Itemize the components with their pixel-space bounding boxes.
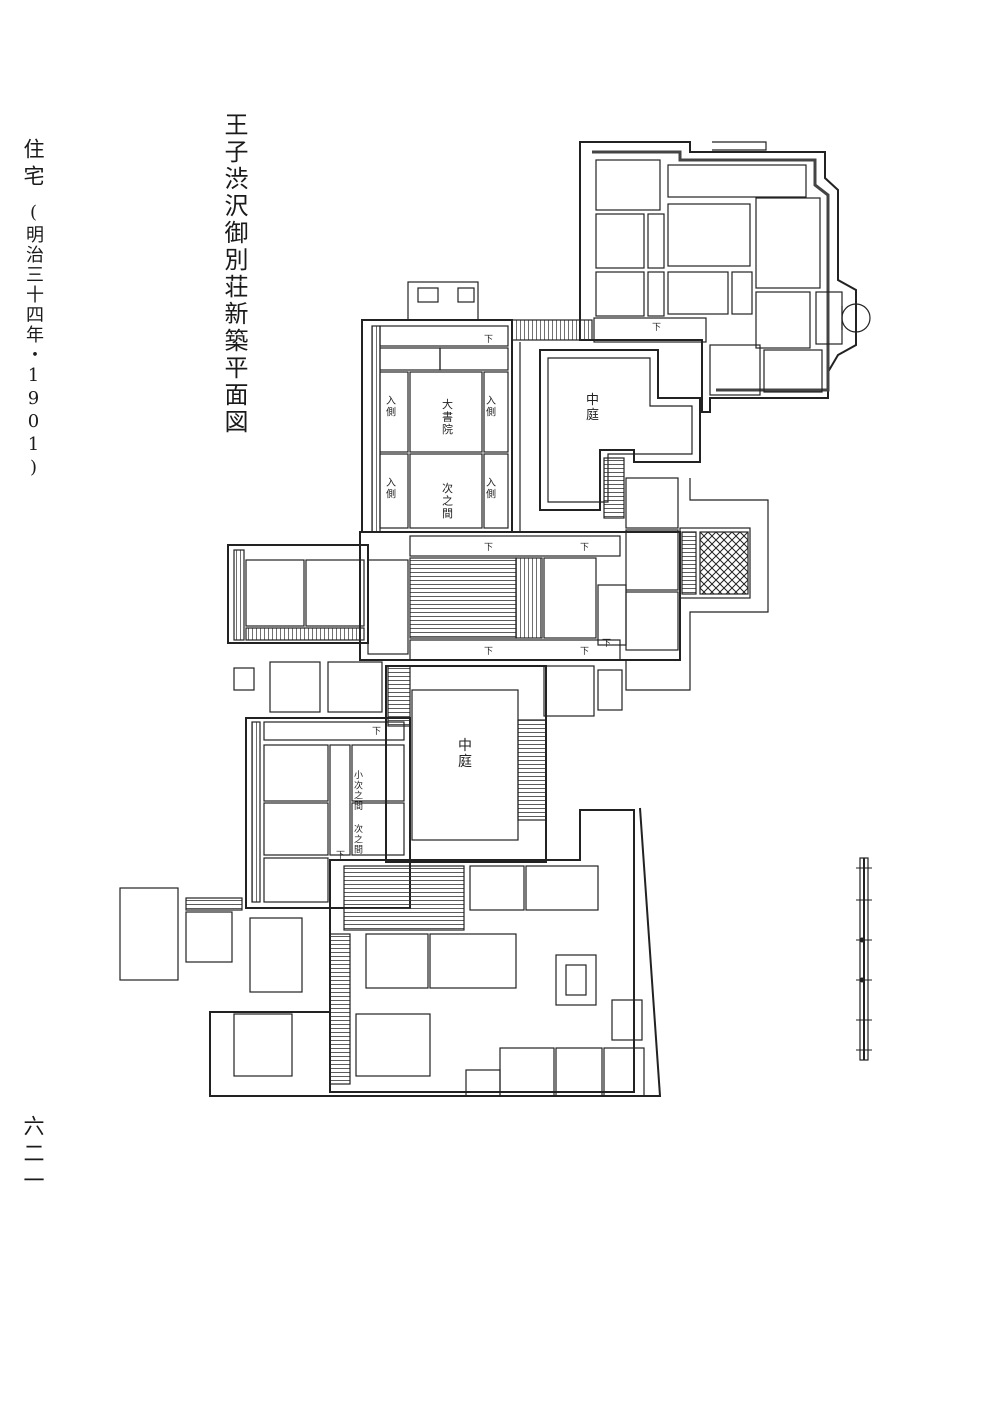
corridor-label: 下	[372, 727, 381, 737]
corridor-label: 下	[336, 851, 345, 861]
corridor-label: 下	[484, 335, 493, 345]
corridor-label: 下	[580, 543, 589, 553]
page-number: 六二一	[21, 1115, 45, 1196]
corridor-label: 下	[652, 323, 661, 333]
category-label: 住宅	[21, 138, 45, 192]
room-label-kotsuginoma: 小次之間	[354, 770, 363, 812]
room-label-iri-3: 入側	[386, 478, 396, 501]
room-label-tsuginoma-2: 次之間	[354, 823, 363, 856]
room-label-iri-2: 入側	[486, 396, 496, 419]
upper-courtyard	[539, 349, 701, 519]
plan-title: 王子渋沢御別荘新築平面図	[220, 112, 248, 436]
courtyard-label-upper: 中庭	[586, 393, 599, 423]
room-label-tsuginoma-1: 次之間	[442, 481, 453, 520]
western-wing	[579, 141, 871, 413]
corridor-label: 下	[580, 647, 589, 657]
south-block	[209, 807, 662, 1097]
southwest-block	[119, 717, 411, 993]
room-label-iri-1: 入側	[386, 396, 396, 419]
corridor-label: 下	[602, 639, 611, 649]
corridor-label: 下	[484, 647, 493, 657]
scale-bar	[856, 857, 872, 1061]
central-band	[359, 477, 769, 691]
central-courtyard	[385, 665, 623, 863]
date-note: (明治三十四年・1901)	[23, 202, 44, 480]
north-wing	[361, 281, 593, 533]
west-wing	[227, 544, 383, 713]
corridor-label: 下	[484, 543, 493, 553]
room-label-daishoin: 大書院	[442, 397, 453, 436]
courtyard-label-center: 中庭	[458, 738, 472, 770]
room-label-iri-4: 入側	[486, 478, 496, 501]
running-head: 住宅 (明治三十四年・1901)	[21, 138, 45, 480]
